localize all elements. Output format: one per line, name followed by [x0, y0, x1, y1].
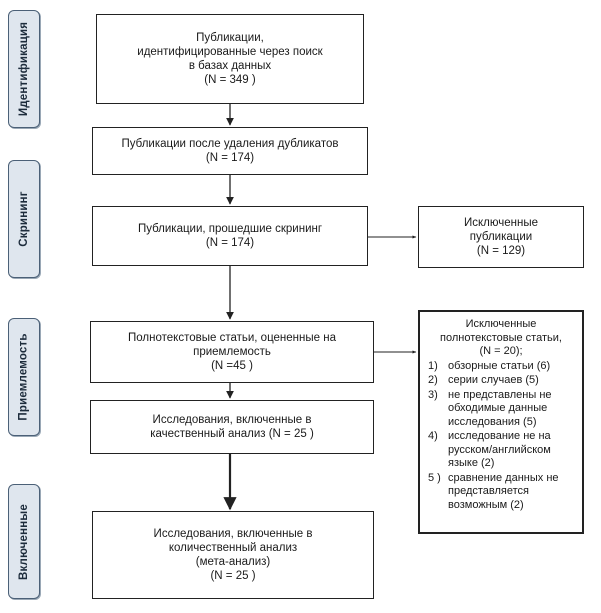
stage-label-screening: Скрининг: [8, 160, 40, 278]
stage-label-text: Включенные: [18, 503, 31, 580]
stage-label-text: Приемлемость: [18, 333, 30, 421]
exclusion-reason: 2) серии случаев (5): [428, 374, 539, 386]
stage-label-included: Включенные: [8, 484, 40, 599]
box-screened: Публикации, прошедшие скрининг (N = 174): [92, 206, 368, 266]
box-after-dedup: Публикации после удаления дубликатов (N …: [92, 127, 368, 175]
exclusion-reason: 3) не представлены не обходимые данные и…: [428, 388, 552, 428]
exclusion-reason: 5 ) сравнение данных не представляется в…: [428, 471, 559, 511]
box-excluded-screening: Исключенные публикации (N = 129): [418, 206, 584, 268]
box-identified: Публикации, идентифицированные через пои…: [96, 14, 364, 104]
box-excluded-fulltext: Исключенные полнотекстовые статьи, (N = …: [418, 310, 584, 534]
stage-label-identification: Идентификация: [8, 10, 40, 128]
box-fulltext: Полнотекстовые статьи, оцененные на прие…: [90, 321, 374, 383]
exclusion-reason: 1) обзорные статьи (6): [428, 359, 551, 372]
box-quantitative: Исследования, включенные в количественны…: [92, 511, 374, 599]
stage-label-text: Идентификация: [18, 21, 30, 117]
box-qualitative: Исследования, включенные в качественный …: [90, 400, 374, 454]
stage-label-eligibility: Приемлемость: [8, 318, 40, 436]
exclusion-reason: 4) исследование не на русском/английском…: [428, 430, 551, 469]
stage-label-text: Скрининг: [18, 191, 31, 247]
